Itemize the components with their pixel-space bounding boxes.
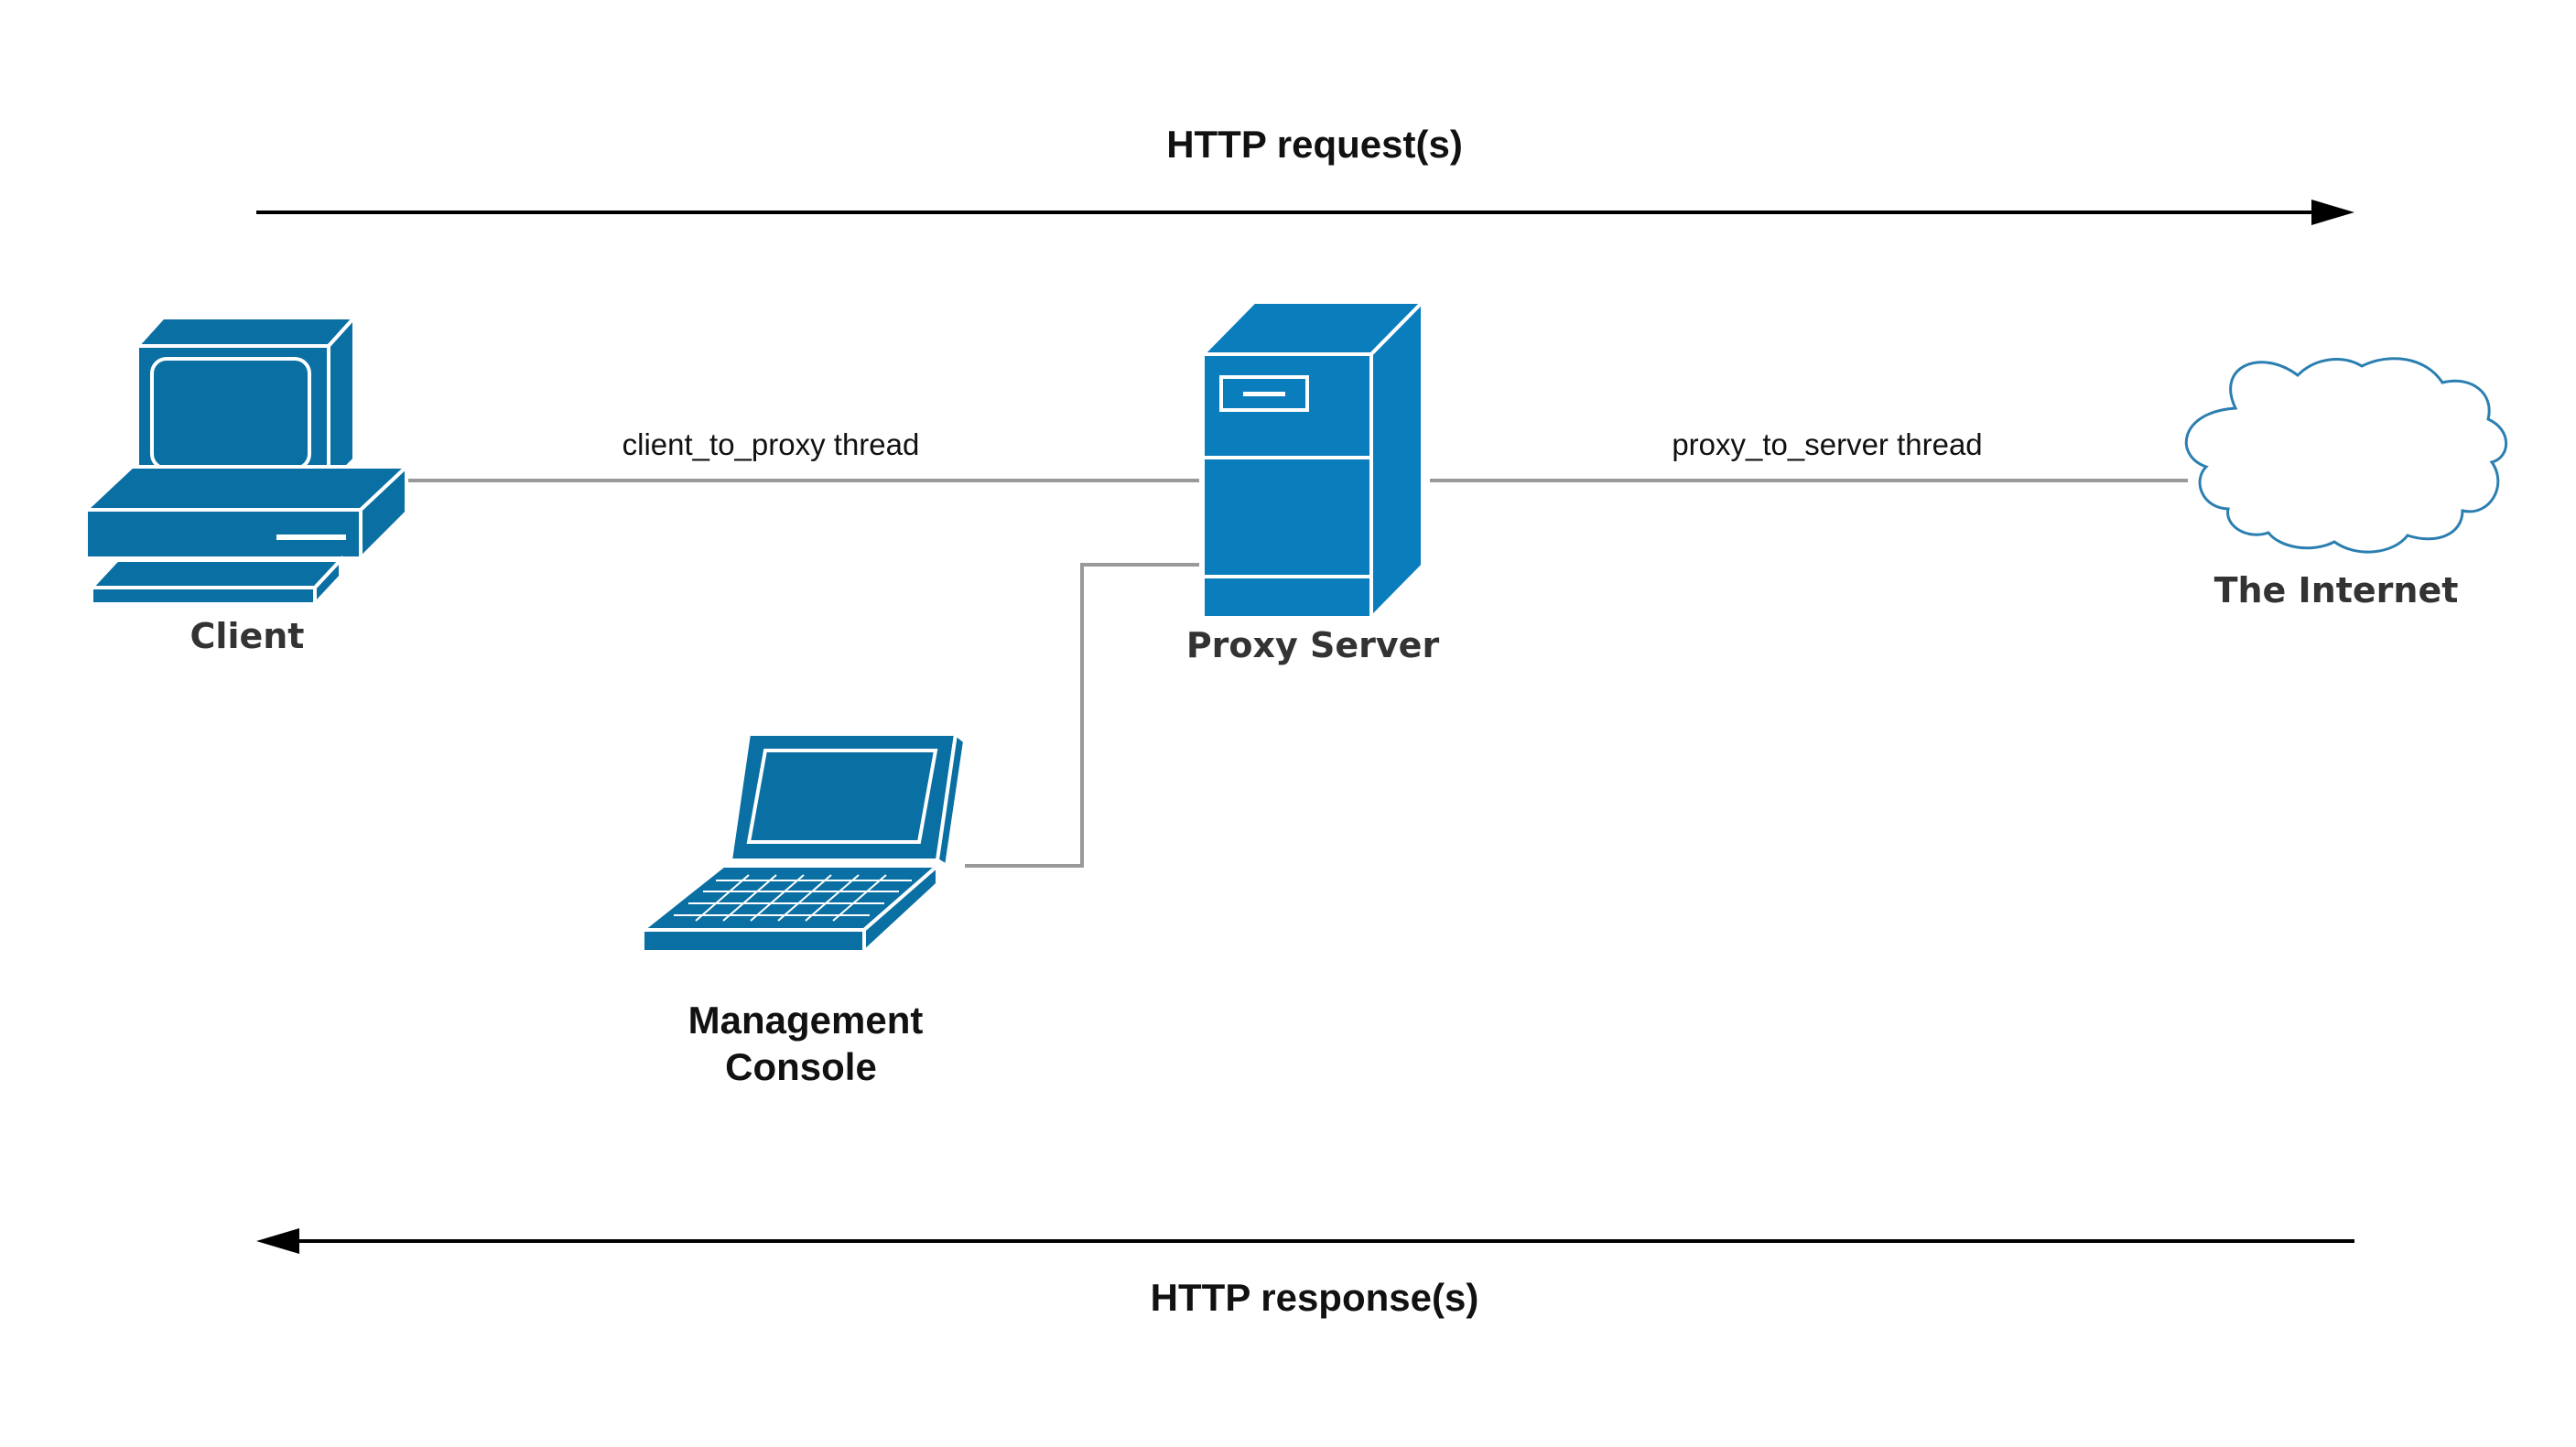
client-thread-label: client_to_proxy thread bbox=[622, 427, 920, 461]
server-tower-icon bbox=[1198, 297, 1427, 622]
internet-label: The Internet bbox=[2214, 570, 2459, 610]
proxy-server-label: Proxy Server bbox=[1186, 625, 1440, 665]
console-label-line2: Console bbox=[725, 1045, 877, 1088]
desktop-computer-icon bbox=[81, 312, 412, 610]
console-label-line1: Management bbox=[688, 999, 924, 1042]
http-request-label: HTTP request(s) bbox=[1166, 123, 1463, 166]
http-response-label: HTTP response(s) bbox=[1151, 1276, 1479, 1319]
http-request-arrow bbox=[256, 200, 2354, 225]
client-label: Client bbox=[190, 616, 305, 656]
http-response-arrow bbox=[256, 1228, 2354, 1254]
cloud-icon bbox=[2184, 357, 2507, 554]
console-proxy-connector bbox=[965, 563, 1199, 868]
laptop-icon bbox=[637, 730, 968, 956]
server-thread-label: proxy_to_server thread bbox=[1672, 427, 1982, 461]
